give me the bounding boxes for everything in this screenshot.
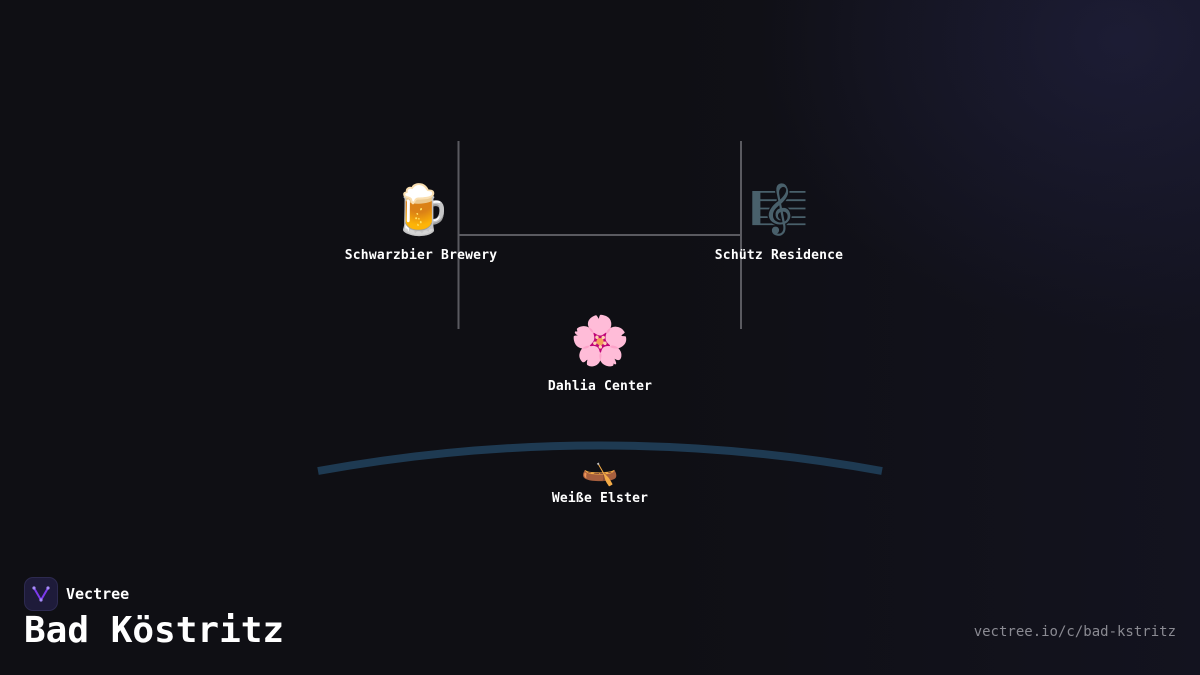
- vectree-logo-icon: [24, 577, 58, 611]
- node-dahlia-center[interactable]: 🌸 Dahlia Center: [548, 311, 652, 394]
- canoe-icon: 🛶: [581, 453, 619, 488]
- brand[interactable]: Vectree: [24, 577, 129, 611]
- river-curve: [317, 441, 883, 475]
- node-label: Weiße Elster: [551, 491, 649, 506]
- node-schwarzbier-brewery[interactable]: 🍺 Schwarzbier Brewery: [345, 180, 498, 263]
- brand-name: Vectree: [66, 585, 130, 603]
- page-title: Bad Köstritz: [24, 610, 285, 651]
- node-label: Schütz Residence: [714, 248, 844, 263]
- node-weisse-elster[interactable]: 🛶 Weiße Elster: [552, 453, 648, 506]
- page-url-link[interactable]: vectree.io/c/bad-kstritz: [973, 624, 1176, 640]
- blossom-icon: 🌸: [570, 313, 630, 369]
- node-label: Dahlia Center: [547, 379, 653, 394]
- music-score-icon: 🎼: [749, 182, 809, 238]
- node-label: Schwarzbier Brewery: [344, 248, 498, 263]
- beer-mug-icon: 🍺: [391, 182, 451, 238]
- vectree-logo-mark: [32, 586, 50, 602]
- node-schutz-residence[interactable]: 🎼 Schütz Residence: [715, 180, 843, 263]
